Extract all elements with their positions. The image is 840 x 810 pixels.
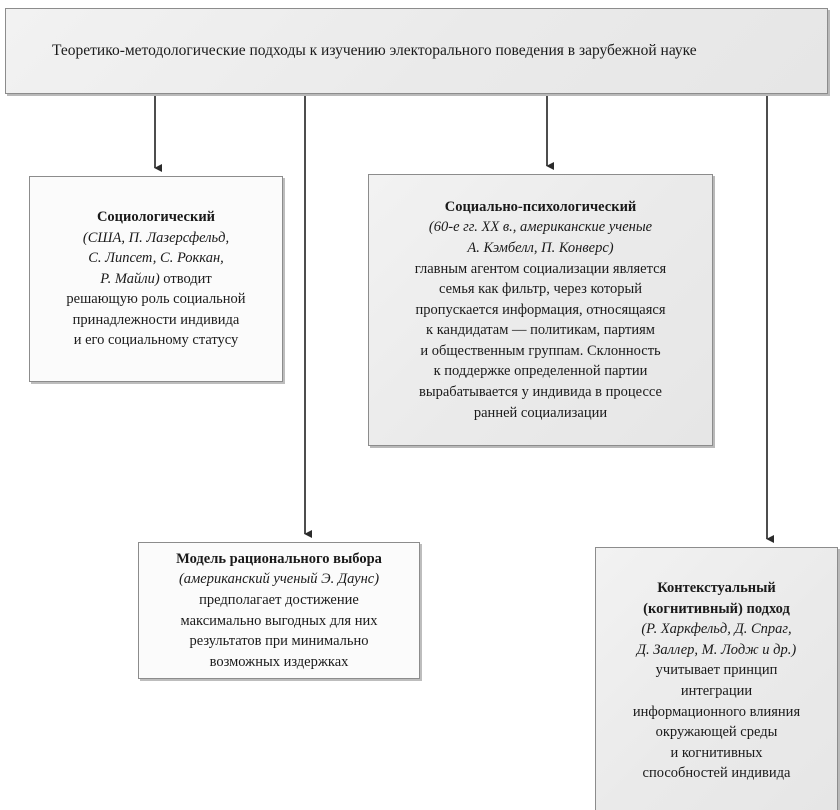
node-sociological-line-3: Р. Майли) отводит [100,269,212,290]
node-contextual-cognitive-line-2: (Р. Харкфельд, Д. Спраг, [641,621,792,638]
node-contextual-cognitive-line-4: учитывает принцип [655,662,778,679]
node-rational-choice-line-2: предполагает достижение [199,591,359,608]
node-contextual-cognitive-heading-2: (когнитивный) подход [643,600,790,617]
node-socio-psychological-heading: Социально-психологический [444,198,637,215]
node-sociological-line-2: С. Липсет, С. Роккан, [88,250,224,267]
node-socio-psychological-line-8: к поддержке определенной партии [433,363,648,380]
node-contextual-cognitive-line-9: способностей индивида [642,765,791,782]
node-socio-psychological-line-2: А. Кэмбелл, П. Конверс) [467,239,614,256]
node-socio-psychological-line-9: вырабатывается у индивида в процессе [419,384,662,401]
node-sociological-line-4: решающую роль социальной [66,291,246,308]
node-sociological-line-5: принадлежности индивида [72,311,240,328]
node-contextual-cognitive-line-5: интеграции [680,683,753,699]
node-socio-psychological-line-7: и общественным группам. Склонность [420,342,661,359]
node-rational-choice-line-1: (американский ученый Э. Даунс) [178,571,380,588]
node-sociological-line-3-normal: отводит [159,270,212,287]
node-root-line-0: Теоретико-методологические подходы к изу… [52,42,697,59]
node-socio-psychological-line-5: пропускается информация, относящаяся [415,301,666,318]
node-rational-choice-line-5: возможных издержках [209,653,349,670]
node-rational-choice-line-4: результатов при минимально [189,633,369,650]
node-rational-choice-heading: Модель рационального выбора [176,550,382,567]
node-rational-choice-line-3: максимально выгодных для них [180,612,378,629]
node-sociological-line-1: (США, П. Лазерсфельд, [82,229,230,246]
node-root-title: Теоретико-методологические подходы к изу… [5,8,828,94]
node-socio-psychological-line-4: семья как фильтр, через который [439,281,642,298]
node-contextual-cognitive-line-6: информационного влияния [632,703,801,720]
node-socio-psychological-line-10: ранней социализации [473,404,608,421]
node-socio-psychological: Социально-психологический (60-е гг. XX в… [368,174,713,446]
node-socio-psychological-line-6: к кандидатам — политикам, партиям [426,322,655,339]
node-sociological: Социологический (США, П. Лазерсфельд, С.… [29,176,283,382]
node-sociological-heading: Социологический [96,208,216,225]
node-contextual-cognitive: Контекстуальный (когнитивный) подход (Р.… [595,547,838,810]
node-contextual-cognitive-line-7: окружающей среды [655,724,778,741]
node-sociological-line-6: и его социальному статусу [73,332,239,349]
node-contextual-cognitive-heading-1: Контекстуальный [657,580,776,597]
node-contextual-cognitive-line-3: Д. Заллер, М. Лодж и др.) [636,641,797,658]
node-socio-psychological-line-1: (60-е гг. XX в., американские ученые [428,219,653,236]
node-socio-psychological-line-3: главным агентом социализации является [414,260,667,277]
node-sociological-line-3-italic: Р. Майли) [100,270,160,287]
node-contextual-cognitive-line-8: и когнитивных [670,744,763,761]
node-rational-choice: Модель рационального выбора (американски… [138,542,420,679]
